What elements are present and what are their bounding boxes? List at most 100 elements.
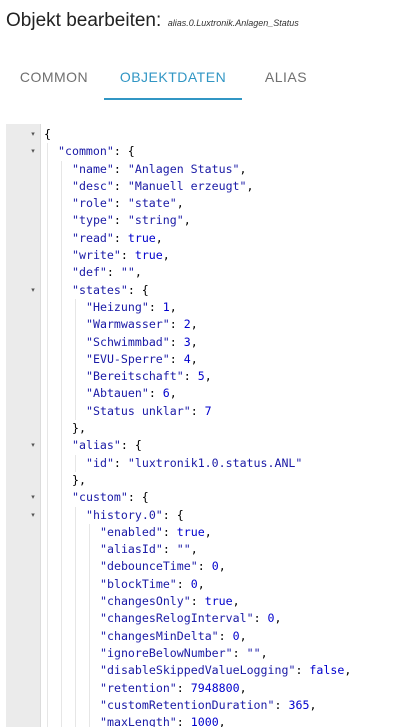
- code-line[interactable]: "role": "state",: [6, 195, 402, 213]
- indent-guide: [47, 385, 48, 403]
- indent-guide: [47, 471, 48, 490]
- json-boolean-value: true: [176, 524, 205, 539]
- tab-objektdaten[interactable]: OBJEKTDATEN: [119, 69, 227, 85]
- indent-guide: [89, 541, 90, 559]
- indent-guide: [61, 350, 62, 369]
- indent-guide: [61, 385, 62, 403]
- code-line[interactable]: "write": true,: [6, 247, 402, 265]
- json-punctuation: :: [113, 196, 128, 211]
- indent-guide: [89, 558, 90, 576]
- indent-guide: [47, 350, 48, 369]
- json-punctuation: ,: [169, 299, 177, 314]
- triangle-down-icon[interactable]: ▾: [31, 441, 35, 450]
- triangle-down-icon[interactable]: ▾: [31, 493, 35, 502]
- tab-alias[interactable]: ALIAS: [264, 69, 308, 85]
- json-number-value: 7: [204, 403, 212, 418]
- indent-guide: [75, 316, 76, 334]
- code-line[interactable]: "def": "",: [6, 264, 402, 282]
- code-text: {: [44, 126, 51, 143]
- code-text: "read": true,: [72, 230, 163, 247]
- code-line[interactable]: "maxLength": 1000,: [6, 714, 402, 727]
- json-key: "desc": [72, 178, 114, 193]
- object-id-label: alias.0.Luxtronik.Anlagen_Status: [167, 18, 299, 28]
- json-editor[interactable]: ▾{▾"common": {"name": "Anlagen Status","…: [6, 124, 402, 727]
- code-line[interactable]: ▾"history.0": {: [6, 506, 402, 524]
- code-line[interactable]: ▾"alias": {: [6, 437, 402, 455]
- code-line[interactable]: },: [6, 420, 402, 438]
- json-boolean-value: true: [127, 230, 156, 245]
- indent-guide: [47, 212, 48, 230]
- json-key: "id": [86, 455, 114, 470]
- code-line[interactable]: "name": "Anlagen Status",: [6, 160, 402, 178]
- tab-common[interactable]: COMMON: [19, 69, 89, 85]
- code-line[interactable]: "changesRelogInterval": 0,: [6, 610, 402, 628]
- triangle-down-icon[interactable]: ▾: [31, 147, 35, 156]
- indent-guide: [61, 333, 62, 351]
- code-line[interactable]: "id": "luxtronik1.0.status.ANL": [6, 454, 402, 472]
- json-punctuation: ,: [176, 196, 184, 211]
- indent-guide: [47, 264, 48, 282]
- active-tab-indicator: [104, 98, 242, 100]
- code-line[interactable]: "type": "string",: [6, 212, 402, 230]
- triangle-down-icon[interactable]: ▾: [31, 130, 35, 138]
- json-punctuation: ,: [309, 697, 317, 712]
- code-line[interactable]: "read": true,: [6, 229, 402, 248]
- indent-guide: [47, 281, 48, 299]
- json-key: "read": [72, 230, 114, 245]
- indent-guide: [47, 420, 48, 438]
- code-text: "Bereitschaft": 5,: [86, 368, 212, 385]
- code-line[interactable]: "debounceTime": 0,: [6, 558, 402, 576]
- indent-guide: [61, 541, 62, 559]
- indent-guide: [47, 506, 48, 524]
- indent-guide: [47, 298, 48, 317]
- code-text: "enabled": true,: [100, 524, 212, 541]
- code-line[interactable]: "changesOnly": true,: [6, 593, 402, 611]
- json-punctuation: :: [113, 213, 128, 228]
- indent-guide: [61, 679, 62, 697]
- code-line[interactable]: "Bereitschaft": 5,: [6, 368, 402, 386]
- code-line[interactable]: "Status unklar": 7: [6, 402, 402, 421]
- json-number-value: 2: [183, 317, 191, 332]
- indent-guide: [47, 437, 48, 455]
- indent-guide: [61, 575, 62, 594]
- indent-guide: [61, 523, 62, 542]
- json-punctuation: ,: [190, 317, 198, 332]
- code-line[interactable]: "Heizung": 1,: [6, 298, 402, 317]
- indent-guide: [75, 506, 76, 524]
- code-line[interactable]: "ignoreBelowNumber": "",: [6, 644, 402, 663]
- json-string-value: "Manuell erzeugt": [127, 178, 247, 193]
- code-line[interactable]: "blockTime": 0,: [6, 575, 402, 594]
- code-line[interactable]: "Schwimmbad": 3,: [6, 333, 402, 351]
- code-line[interactable]: "retention": 7948800,: [6, 679, 402, 697]
- code-line[interactable]: "customRetentionDuration": 365,: [6, 696, 402, 715]
- json-punctuation: :: [176, 576, 191, 591]
- code-line[interactable]: "changesMinDelta": 0,: [6, 627, 402, 645]
- json-punctuation: ,: [260, 645, 268, 660]
- code-text: "Status unklar": 7: [86, 403, 212, 420]
- code-line[interactable]: "EVU-Sperre": 4,: [6, 350, 402, 369]
- code-line[interactable]: ▾"states": {: [6, 281, 402, 299]
- indent-guide: [47, 368, 48, 386]
- indent-guide: [61, 402, 62, 421]
- code-line[interactable]: "desc": "Manuell erzeugt",: [6, 177, 402, 196]
- indent-guide: [61, 298, 62, 317]
- code-line[interactable]: "aliasId": "",: [6, 541, 402, 559]
- code-line[interactable]: "disableSkippedValueLogging": false,: [6, 662, 402, 680]
- indent-guide: [47, 316, 48, 334]
- code-line[interactable]: "enabled": true,: [6, 523, 402, 542]
- json-punctuation: :: [197, 559, 212, 574]
- code-line[interactable]: "Abtauen": 6,: [6, 385, 402, 403]
- code-line[interactable]: ▾"common": {: [6, 143, 402, 161]
- code-line[interactable]: ▾{: [6, 126, 402, 143]
- json-punctuation: ,: [246, 178, 254, 193]
- indent-guide: [47, 627, 48, 645]
- code-line[interactable]: },: [6, 471, 402, 490]
- triangle-down-icon[interactable]: ▾: [31, 510, 35, 519]
- dialog-title: Objekt bearbeiten: alias.0.Luxtronik.Anl…: [6, 10, 299, 32]
- code-line[interactable]: ▾"custom": {: [6, 489, 402, 507]
- indent-guide: [89, 523, 90, 542]
- code-line[interactable]: "Warmwasser": 2,: [6, 316, 402, 334]
- indent-guide: [89, 610, 90, 628]
- triangle-down-icon[interactable]: ▾: [31, 285, 35, 294]
- json-key: "maxLength": [100, 715, 177, 727]
